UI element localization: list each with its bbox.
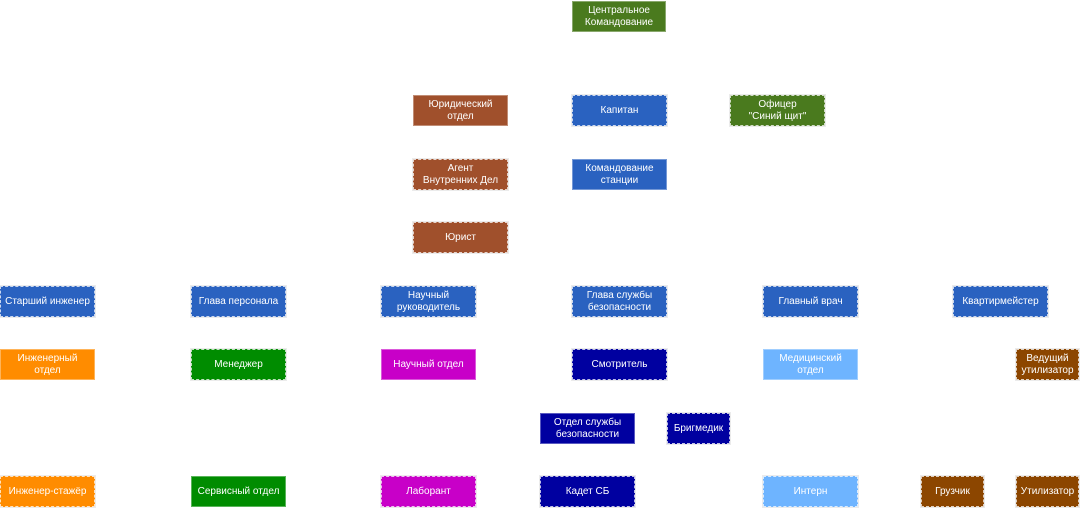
node-label: Кадет СБ <box>565 485 610 497</box>
node-warden[interactable]: Смотритель <box>571 348 668 381</box>
node-head-salvager[interactable]: Ведущий утилизатор <box>1015 348 1080 381</box>
node-blueshield-officer[interactable]: Офицер "Синий щит" <box>729 94 826 127</box>
node-label: Командование станции <box>585 162 654 186</box>
node-head-of-personnel[interactable]: Глава персонала <box>190 285 287 318</box>
node-label: Научный руководитель <box>396 289 461 313</box>
node-label: Сервисный отдел <box>197 485 280 497</box>
node-label: Смотритель <box>591 358 648 370</box>
node-label: Отдел службы безопасности <box>553 416 622 440</box>
node-label: Ведущий утилизатор <box>1021 352 1074 376</box>
node-security-cadet[interactable]: Кадет СБ <box>539 475 636 508</box>
node-label: Капитан <box>600 104 639 116</box>
node-label: Грузчик <box>935 485 970 497</box>
node-label: Офицер "Синий щит" <box>748 98 807 122</box>
node-label: Лаборант <box>406 485 451 497</box>
node-chief-engineer[interactable]: Старший инженер <box>0 285 96 318</box>
node-science-department[interactable]: Научный отдел <box>381 349 476 380</box>
node-label: Медицинский отдел <box>779 352 842 376</box>
node-label: Утилизатор <box>1020 485 1075 497</box>
node-label: Научный отдел <box>393 358 464 370</box>
node-label: Агент Внутренних Дел <box>422 162 499 186</box>
node-label: Центральное Командование <box>584 4 654 28</box>
node-engineering-department[interactable]: Инженерный отдел <box>0 349 95 380</box>
node-intern[interactable]: Интерн <box>762 475 859 508</box>
node-label: Менеджер <box>214 358 263 370</box>
node-label: Бригмедик <box>673 422 724 434</box>
node-captain[interactable]: Капитан <box>571 94 668 127</box>
node-station-command[interactable]: Командование станции <box>572 159 667 190</box>
node-engineer-trainee[interactable]: Инженер-стажёр <box>0 475 96 508</box>
node-label: Квартирмейстер <box>962 295 1039 307</box>
node-label: Инженерный отдел <box>17 352 78 376</box>
node-lawyer[interactable]: Юрист <box>412 221 509 254</box>
node-quartermaster[interactable]: Квартирмейстер <box>952 285 1049 318</box>
node-salvager[interactable]: Утилизатор <box>1015 475 1080 508</box>
node-label: Глава службы безопасности <box>586 289 653 313</box>
node-manager[interactable]: Менеджер <box>190 348 287 381</box>
node-brigmedic[interactable]: Бригмедик <box>666 412 731 445</box>
node-legal-department[interactable]: Юридический отдел <box>413 95 508 126</box>
node-medical-department[interactable]: Медицинский отдел <box>763 349 858 380</box>
node-central-command[interactable]: Центральное Командование <box>572 1 666 32</box>
node-lab-assistant[interactable]: Лаборант <box>380 475 477 508</box>
node-head-of-security[interactable]: Глава службы безопасности <box>571 285 668 318</box>
node-label: Интерн <box>793 485 828 497</box>
node-label: Главный врач <box>778 295 843 307</box>
node-research-director[interactable]: Научный руководитель <box>380 285 477 318</box>
node-label: Юридический отдел <box>428 98 493 122</box>
node-label: Юрист <box>445 231 476 243</box>
node-label: Старший инженер <box>5 295 90 307</box>
node-label: Инженер-стажёр <box>8 485 87 497</box>
node-service-department[interactable]: Сервисный отдел <box>191 476 286 507</box>
node-label: Глава персонала <box>198 295 279 307</box>
node-chief-medical-officer[interactable]: Главный врач <box>762 285 859 318</box>
node-cargo-technician[interactable]: Грузчик <box>920 475 985 508</box>
node-security-department[interactable]: Отдел службы безопасности <box>540 413 635 444</box>
node-internal-affairs-agent[interactable]: Агент Внутренних Дел <box>412 158 509 191</box>
